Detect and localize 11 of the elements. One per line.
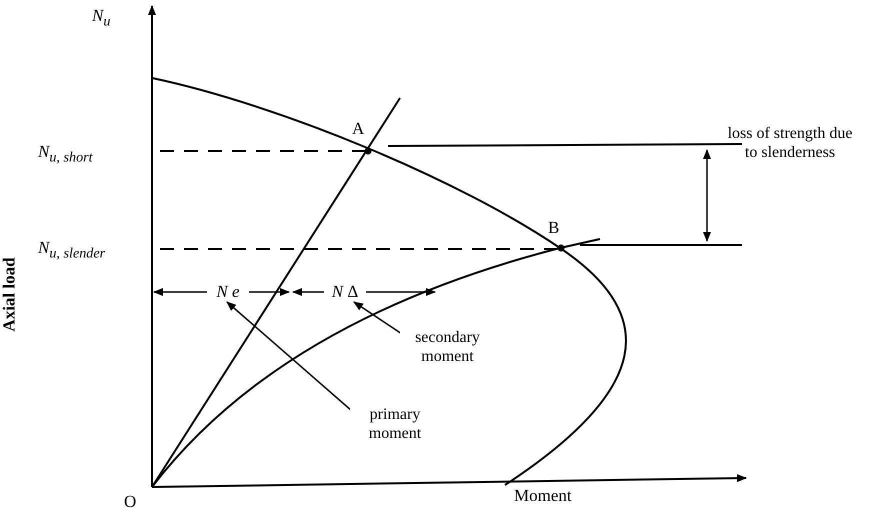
leader-line — [226, 301, 352, 412]
axis-value-label: N$_{u, slender}$ — [38, 238, 106, 264]
point-label: B — [548, 218, 560, 237]
axis-title: Moment — [514, 486, 572, 505]
axis-label: N$_{u}$ — [92, 6, 110, 32]
origin-label: O — [124, 492, 136, 511]
point-label: A — [352, 119, 364, 138]
axis-title: Axial load — [0, 257, 19, 332]
dimension-label: loss of strength due to slenderness — [726, 124, 854, 162]
axis-value-label: N$_{u, short}$ — [38, 142, 93, 168]
leader-line — [353, 301, 402, 335]
